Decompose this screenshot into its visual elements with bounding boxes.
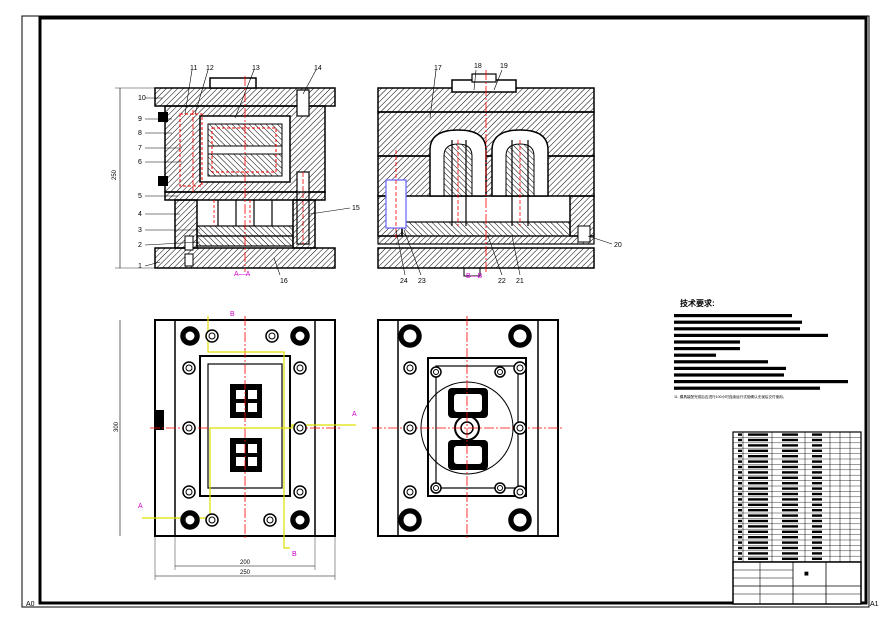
part-number-15: 15 bbox=[352, 205, 360, 212]
part-number-22: 22 bbox=[498, 278, 506, 285]
part-number-4: 4 bbox=[138, 211, 142, 218]
part-number-8: 8 bbox=[138, 130, 142, 137]
outer-border bbox=[21, 15, 870, 608]
part-number-20: 20 bbox=[614, 242, 622, 249]
bolt-hole-icon bbox=[265, 329, 279, 343]
plan-view-moving-half: A A B B 300 200 250 bbox=[114, 311, 357, 580]
bolt-hole-icon bbox=[403, 361, 417, 375]
note-line bbox=[674, 360, 768, 364]
cut-a-right: A bbox=[352, 411, 357, 418]
part-number-11: 11 bbox=[190, 65, 197, 72]
note-line bbox=[674, 320, 802, 324]
part-number-2: 2 bbox=[138, 242, 142, 249]
bolt-hole-icon bbox=[430, 366, 442, 378]
note-line bbox=[674, 353, 716, 357]
note-line bbox=[674, 373, 784, 377]
part-number-23: 23 bbox=[418, 278, 426, 285]
notes-title: 技术要求: bbox=[680, 298, 715, 308]
part-number-19: 19 bbox=[500, 63, 508, 70]
bolt-hole-icon bbox=[513, 421, 527, 435]
section-b-label: B—B bbox=[466, 273, 483, 280]
part-number-14: 14 bbox=[314, 65, 322, 72]
inner-border bbox=[38, 16, 868, 605]
part-number-21: 21 bbox=[516, 278, 524, 285]
bolt-hole-icon bbox=[205, 513, 219, 527]
bolt-hole-icon bbox=[293, 421, 307, 435]
bolt-hole-icon bbox=[513, 485, 527, 499]
bolt-hole-icon bbox=[494, 366, 506, 378]
part-number-16: 16 bbox=[280, 278, 288, 285]
section-a-a-view: 250 A—A bbox=[112, 69, 351, 278]
part-number-7: 7 bbox=[138, 145, 142, 152]
note-line bbox=[674, 333, 828, 337]
bolt-hole-icon bbox=[205, 329, 219, 343]
section-b-b-view: B—B bbox=[377, 69, 613, 280]
note-line bbox=[674, 386, 820, 390]
note-line bbox=[674, 327, 800, 331]
section-a-label: A—A bbox=[234, 271, 251, 278]
dim-width-inner: 200 bbox=[240, 560, 251, 566]
part-number-10: 10 bbox=[138, 95, 146, 102]
part-number-13: 13 bbox=[252, 65, 260, 72]
bolt-hole-icon bbox=[513, 361, 527, 375]
parts-list-table bbox=[732, 431, 862, 563]
grid-label-left: A0 bbox=[26, 601, 35, 608]
part-number-18: 18 bbox=[474, 63, 482, 70]
part-number-1: 1 bbox=[138, 263, 142, 270]
dim-width-outer: 250 bbox=[240, 570, 251, 576]
cut-b-top: B bbox=[230, 311, 235, 318]
part-number-17: 17 bbox=[434, 65, 442, 72]
bolt-hole-icon bbox=[403, 421, 417, 435]
title-block: ■ bbox=[732, 561, 862, 605]
technical-notes: 技术要求: 11. 模具装配完成后应进行100小时连续运行试验确认无误后交付使用… bbox=[674, 298, 848, 399]
plan-view-fixed-half bbox=[372, 316, 562, 540]
grid-label-right: A1 bbox=[870, 601, 879, 608]
part-number-24: 24 bbox=[400, 278, 408, 285]
part-number-5: 5 bbox=[138, 193, 142, 200]
cut-b-bottom: B bbox=[292, 551, 297, 558]
bolt-hole-icon bbox=[430, 482, 442, 494]
part-number-9: 9 bbox=[138, 116, 142, 123]
cut-a-left: A bbox=[138, 503, 143, 510]
bolt-hole-icon bbox=[293, 485, 307, 499]
note-line bbox=[674, 380, 848, 384]
part-number-6: 6 bbox=[138, 159, 142, 166]
bolt-hole-icon bbox=[182, 361, 196, 375]
bolt-hole-icon bbox=[182, 421, 196, 435]
bolt-hole-icon bbox=[403, 485, 417, 499]
title-block-mark: ■ bbox=[804, 569, 809, 578]
part-number-3: 3 bbox=[138, 227, 142, 234]
bolt-hole-icon bbox=[494, 482, 506, 494]
notes-last-line: 11. 模具装配完成后应进行100小时连续运行试验确认无误后交付使用。 bbox=[674, 394, 786, 399]
note-line bbox=[674, 314, 792, 318]
note-line bbox=[674, 366, 786, 370]
note-line bbox=[674, 340, 740, 344]
note-line bbox=[674, 347, 740, 351]
part-numbers-right: 17 18 19 20 21 22 23 24 bbox=[400, 63, 622, 285]
dim-height-plan: 300 bbox=[114, 421, 120, 432]
bolt-hole-icon bbox=[263, 513, 277, 527]
dim-height-front: 250 bbox=[112, 169, 118, 180]
bolt-hole-icon bbox=[182, 485, 196, 499]
bolt-hole-icon bbox=[293, 361, 307, 375]
part-number-12: 12 bbox=[206, 65, 214, 72]
